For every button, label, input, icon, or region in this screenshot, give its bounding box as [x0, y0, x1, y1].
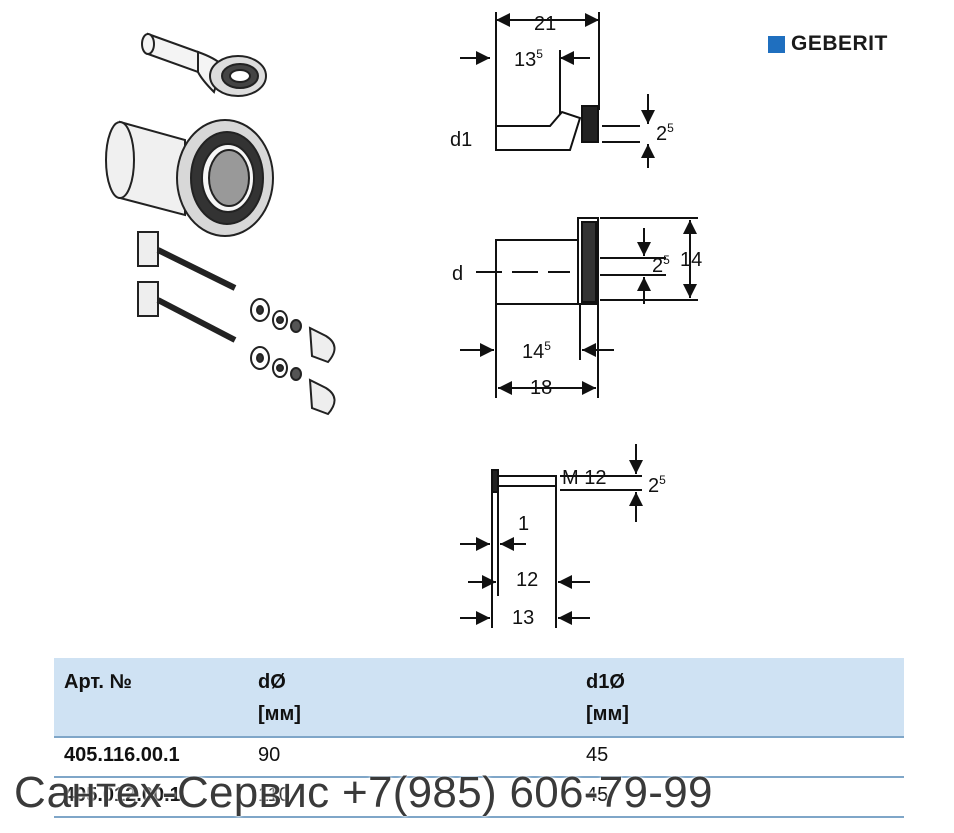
watermark-text: Сантех-Сервис +7(985) 606-79-99: [14, 768, 713, 817]
header-d1: d1Ø [мм]: [586, 671, 629, 725]
dim-right: 25: [656, 121, 674, 145]
label-d1: d1: [450, 129, 472, 151]
thread-label: M 12: [562, 467, 606, 489]
dim-height: 14: [680, 249, 702, 271]
dim-inner-2: 25: [652, 253, 670, 277]
dim-inner: 135: [514, 47, 543, 71]
cell-art: 405.012.00.1: [64, 784, 181, 806]
cap-nut-icon: [308, 326, 336, 416]
table-row: 405.116.00.1 90 45: [54, 736, 904, 778]
brand-name: GEBERIT: [791, 32, 888, 55]
table-row: 405.012.00.1 110 45: [54, 778, 904, 818]
dim-right-3: 25: [648, 473, 666, 497]
logo-square-icon: [768, 35, 785, 53]
large-pipe-icon: [105, 119, 274, 237]
brand-logo: GEBERIT: [768, 32, 888, 56]
table-header: Арт. № dØ [мм] d1Ø [мм]: [54, 658, 904, 736]
cell-art: 405.116.00.1: [64, 744, 180, 766]
cell-d: 90: [258, 744, 281, 766]
dim-top: 21: [534, 13, 556, 35]
header-art: Арт. №: [64, 671, 132, 693]
article-table: Арт. № dØ [мм] d1Ø [мм] 405.116.00.1 90 …: [54, 658, 904, 818]
washer-icon: [250, 298, 302, 381]
label-d: d: [452, 263, 463, 285]
drawing-small-pipe: [460, 12, 655, 168]
dim-bottom1: 145: [522, 339, 551, 363]
dim-13: 13: [512, 607, 534, 629]
drawing-large-pipe: [460, 217, 698, 398]
technical-drawings: 21 135 d1 25 d 25 14 145 18: [450, 12, 702, 629]
dim-bottom2: 18: [530, 377, 552, 399]
cell-d1: 45: [586, 744, 609, 766]
header-d: dØ [мм]: [258, 671, 301, 725]
drawing-bolt: [460, 444, 643, 628]
dim-1: 1: [518, 513, 529, 535]
product-illustration: [105, 32, 336, 416]
cell-d1: 45: [586, 784, 609, 806]
bolt-icon: [137, 231, 237, 343]
cell-d: 110: [258, 784, 290, 806]
dim-12: 12: [516, 569, 538, 591]
small-pipe-icon: [141, 32, 267, 97]
